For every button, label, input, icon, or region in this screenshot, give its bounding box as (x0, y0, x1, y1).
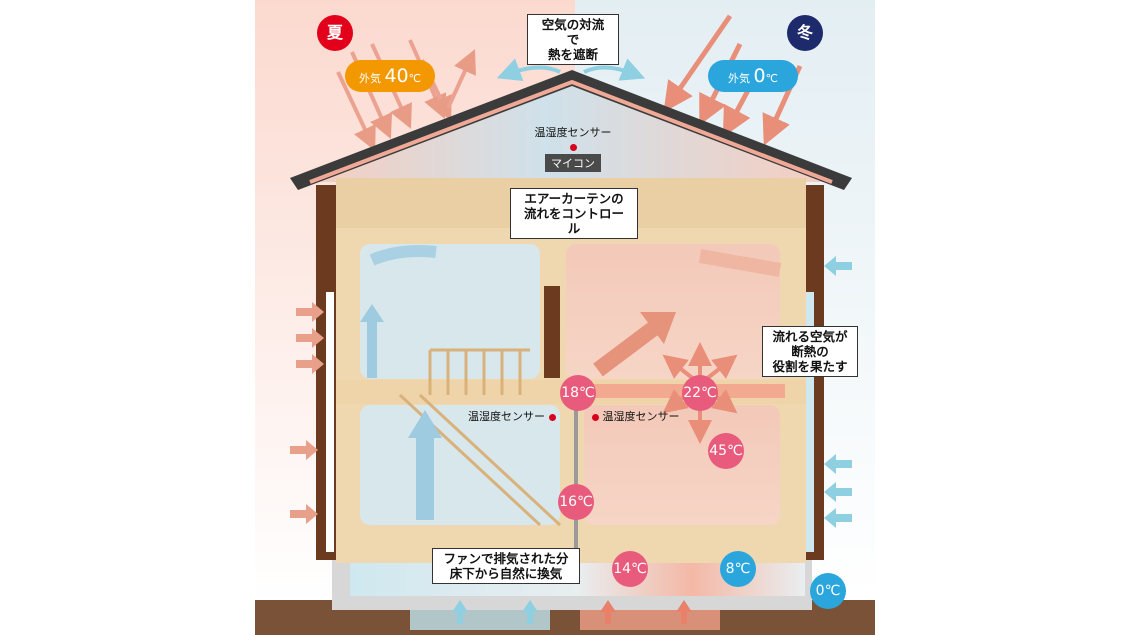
right-sensor-dot (592, 413, 599, 421)
temp-45: 45℃ (708, 433, 744, 469)
winter-badge: 冬 (787, 15, 823, 51)
attic-space (310, 78, 832, 182)
roof-airflow (309, 79, 833, 184)
left-sensor-dot (548, 413, 556, 421)
attic-left-flow (369, 245, 437, 266)
flowing-line3: 役割を果たす (772, 359, 848, 374)
right-wall-arrows (824, 256, 852, 528)
underfloor-up-arrows (452, 600, 692, 624)
temp-16: 16℃ (558, 484, 594, 520)
right-wall-cavity (806, 292, 814, 552)
temp-8: 8℃ (720, 551, 756, 587)
air-curtain-line2: 流れをコントロール (523, 206, 624, 236)
outside-winter-unit: ℃ (765, 72, 778, 85)
left-lower-arrowhead (408, 410, 442, 438)
temp-14: 14℃ (612, 551, 648, 587)
fan-line1: ファンで排気された分 (443, 551, 569, 566)
outside-summer-unit: ℃ (408, 72, 422, 85)
flowing-air-label: 流れる空気が 断熱の 役割を果たす (762, 326, 858, 377)
convection-line1: 空気の対流で (541, 17, 605, 47)
right-room-sensor: 温湿度センサー (592, 408, 680, 424)
outside-summer-value: 40 (384, 65, 409, 87)
staircase (398, 348, 562, 527)
warm-rising-arrowhead (640, 312, 676, 344)
right-sensor-label: 温湿度センサー (602, 410, 680, 423)
summer-badge: 夏 (317, 15, 353, 51)
convection-line2: 熱を遮断 (547, 47, 598, 62)
outside-winter-prefix: 外気 (728, 72, 751, 85)
attic-sensor-label: 温湿度センサー (534, 126, 612, 139)
flowing-line2: 断熱の (791, 344, 829, 359)
outside-temp-summer: 外気 40℃ (345, 60, 435, 92)
room-upper-left (360, 244, 540, 379)
left-upward-arrowhead (360, 304, 384, 322)
door (544, 286, 560, 378)
outside-temp-winter: 外気 0℃ (708, 60, 798, 92)
air-curtain-line1: エアーカーテンの (524, 191, 624, 206)
convection-label: 空気の対流で 熱を遮断 (527, 14, 619, 65)
fan-exhaust-label: ファンで排気された分 床下から自然に換気 (432, 548, 580, 584)
left-room-sensor: 温湿度センサー (468, 408, 556, 424)
outside-summer-prefix: 外気 (358, 72, 381, 85)
left-wall-cavity (326, 292, 334, 552)
temp-22: 22℃ (682, 375, 718, 411)
flowing-line1: 流れる空気が (772, 329, 848, 344)
temp-0: 0℃ (810, 573, 846, 609)
outside-winter-value: 0 (753, 65, 766, 87)
right-upper-warm-flow (698, 249, 782, 277)
attic-sensor-dot (569, 143, 577, 151)
fan-line2: 床下から自然に換気 (449, 566, 563, 581)
warm-rising-flow (593, 321, 659, 377)
ridge-vent-arrows (496, 58, 646, 82)
left-sensor-label: 温湿度センサー (468, 410, 545, 423)
microcontroller-label: マイコン (545, 154, 601, 172)
attic-sensor: 温湿度センサー (531, 124, 615, 153)
left-wall-arrows (290, 302, 324, 524)
temp-18: 18℃ (560, 375, 596, 411)
air-curtain-label: エアーカーテンの 流れをコントロール (510, 188, 638, 239)
